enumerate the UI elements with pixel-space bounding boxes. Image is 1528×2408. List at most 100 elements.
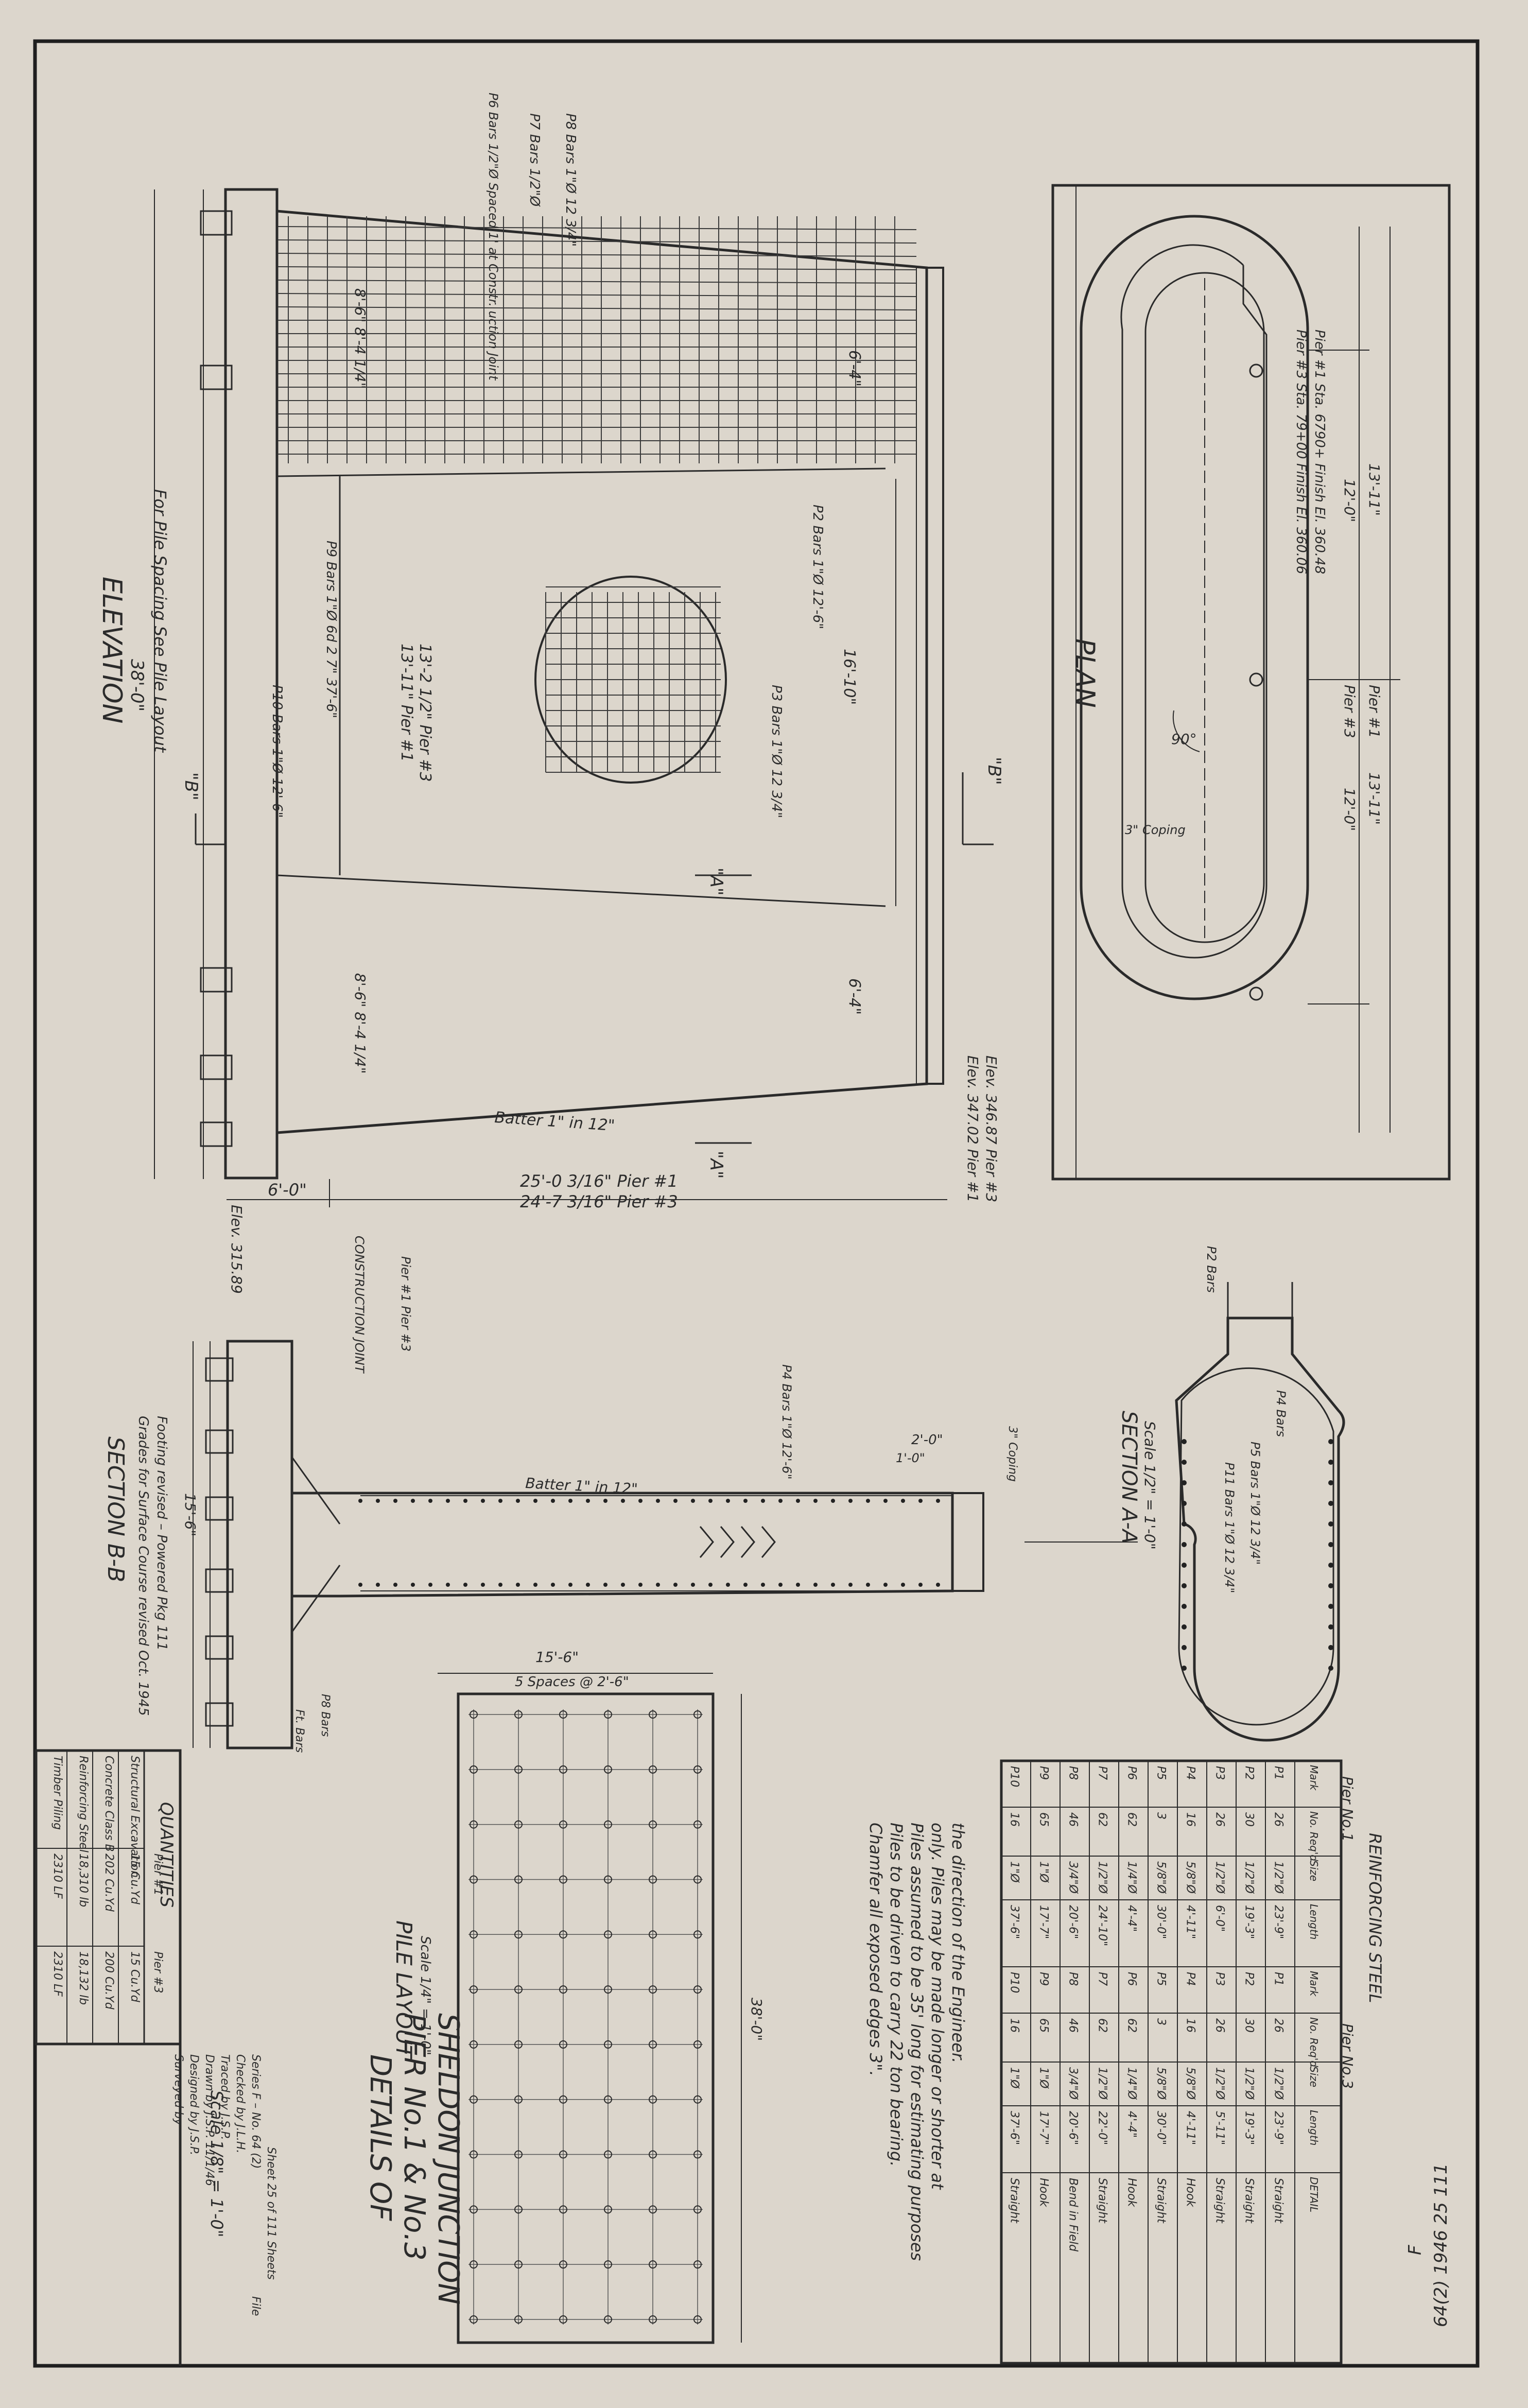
quantities-header: Pier #3 [151,1951,164,1993]
elevation-title: ELEVATION [96,577,127,723]
rebar-dot [1182,1439,1187,1444]
rebar-dot [726,1583,730,1587]
rebar-dot [411,1499,415,1503]
pile [649,2040,657,2049]
rebar-dot [446,1499,450,1503]
section-bb-title: SECTION B-B [102,1436,129,1582]
pile [559,2095,567,2104]
plan-view [1051,184,1451,1181]
pile [604,1710,612,1719]
rebar-table-cell: P10 [1008,1766,1021,1787]
rebar-table-cell: P1 [1272,1972,1285,1986]
rebar-table-cell: 26 [1272,2018,1285,2033]
pile [470,2260,478,2269]
pile [604,1875,612,1884]
rebar-table-cell: 17'-7" [1037,2111,1050,2145]
pile [649,2095,657,2104]
rebar-table-cell: P3 [1213,1972,1226,1986]
pile-stub [200,967,233,993]
elevation-dim-6: 6'-0" [268,1180,307,1200]
sheet-border [33,39,1480,2368]
rebar-table-cell: 23'-9" [1272,2111,1285,2145]
rebar-table-cell: 5/8"Ø [1184,2067,1197,2100]
rebar-table-cell: 16 [1184,2018,1197,2033]
rebar-dot [1328,1501,1333,1506]
note-line-1: Chamfer all exposed edges 3". [866,1823,885,2076]
rebar-table-cell: P9 [1037,1766,1050,1780]
rebar-dot [848,1499,853,1503]
pile [604,2315,612,2324]
section-a-marker-top: "A" [706,868,726,896]
rebar-table-cell: P8 [1067,1766,1080,1780]
pile [514,2040,523,2049]
pile [470,1875,478,1884]
pile [604,2150,612,2159]
rebar-dot [1328,1521,1333,1527]
rebar-table-header: DETAIL [1308,2177,1320,2212]
pile [693,2205,702,2214]
elevation-dim-6-4a: 6'-4" [845,350,863,387]
rebar-table-cell: 1/2"Ø [1272,2067,1285,2100]
pile [604,2040,612,2049]
section-bb-pile-stubs [205,1357,234,1727]
rebar-table-cell: 26 [1213,1812,1226,1827]
pile [470,2205,478,2214]
pile-stub [205,1635,234,1660]
rebar-table-cell: 65 [1037,1812,1050,1827]
rebar-dot [1328,1460,1333,1465]
bars-p6: P6 Bars 1/2"Ø Spaced 1' at Constr. uctio… [486,93,500,381]
rebar-h-line [277,266,917,270]
rebar-dot [1182,1521,1187,1527]
rebar-table-cell: 3/4"Ø [1067,1861,1080,1894]
rebar-table-cell: 1/2"Ø [1213,1861,1226,1894]
title-traced: Traced by J.S.P. [218,2054,231,2140]
plan-pier1: Pier #1 [1366,685,1383,738]
pile-stub [200,365,233,390]
rebar-table-header: Mark [1308,1765,1320,1791]
rebar-dot [551,1583,555,1587]
pile [693,1765,702,1774]
rebar-dot [446,1583,450,1587]
rebar-dot [656,1499,660,1503]
plan-note-2: Pier #3 Sta. 79+00 Finish El. 360.06 [1293,330,1309,574]
rebar-table-cell: Straight [1272,2178,1285,2224]
rebar-dot [358,1499,362,1503]
rebar-table-cell: 16 [1184,1812,1197,1827]
rebar-dot [603,1583,607,1587]
elevation-dim-13-2: 13'-2 1/2" Pier #3 [416,644,434,782]
rebar-table-cell: 4'-4" [1125,1905,1138,1932]
pile [649,2260,657,2269]
pile-stub [205,1568,234,1593]
pile [559,2260,567,2269]
rebar-dot [376,1583,380,1587]
rebar-dot [516,1583,520,1587]
rebar-h-line [277,280,917,284]
rebar-table-cell: 1"Ø [1008,2067,1021,2089]
pile [470,2095,478,2104]
quantities-cell: Reinforcing Steel [77,1756,90,1852]
rebar-dot [621,1499,625,1503]
rebar-dot [411,1583,415,1587]
rebar-dot [848,1583,853,1587]
pile [649,2150,657,2159]
rebar-table-cell: 3 [1155,1812,1168,1820]
rebar-table-header: Size [1308,2066,1320,2087]
pile [693,2315,702,2324]
pile [693,1820,702,1829]
rebar-table-cell: Straight [1096,2178,1109,2224]
pile [559,2205,567,2214]
rebar-table-header: Mark [1308,1971,1320,1997]
rebar-table-cell: P8 [1067,1972,1080,1986]
pile [514,1875,523,1884]
title-series: Series F – No. 64 (2) [249,2054,262,2169]
section-aa-view [1175,1282,1345,1742]
bars-p7: P7 Bars 1/2"Ø [527,113,542,207]
pile [693,2260,702,2269]
bars-p9: P9 Bars 1"Ø 6d 2 7" 37'-6" [323,541,339,718]
rebar-table-cell: P9 [1037,1972,1050,1986]
rebar-table-cell: 16 [1008,2018,1021,2033]
elevation-elev-base: Elev. 315.89 [228,1205,245,1294]
rebar-table-cell: 30'-0" [1155,1905,1168,1939]
